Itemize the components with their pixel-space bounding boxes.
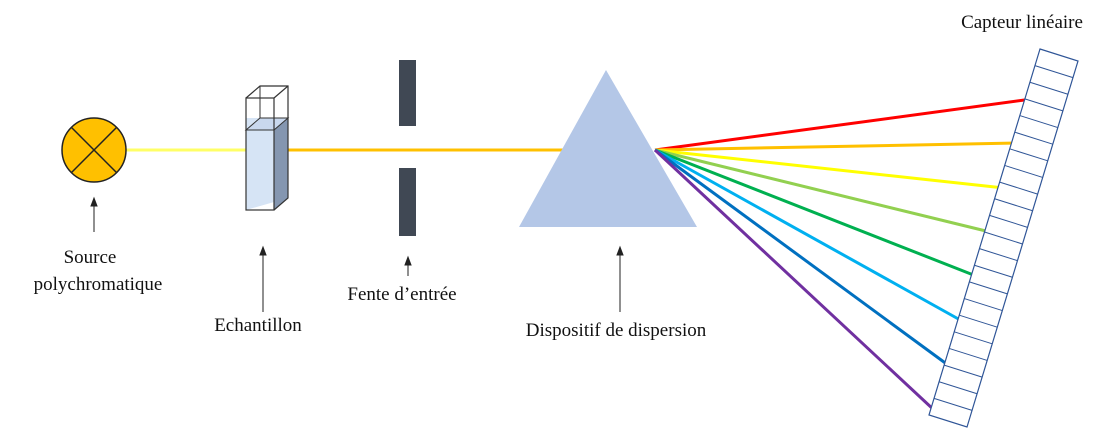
cuvette-icon bbox=[244, 85, 290, 211]
sensor-cell-divider bbox=[943, 364, 983, 378]
source-label-line1: Source bbox=[64, 247, 117, 268]
sensor-cell-divider bbox=[984, 231, 1023, 245]
ray-cyan bbox=[654, 148, 963, 323]
sensor-cell-divider bbox=[1004, 164, 1043, 178]
linear-sensor bbox=[928, 48, 1079, 428]
sensor-cell-divider bbox=[974, 264, 1013, 278]
dispersion-label: Dispositif de dispersion bbox=[526, 320, 707, 341]
ray-yellow bbox=[654, 148, 1005, 190]
ray-red bbox=[654, 97, 1033, 152]
sensor-cell-divider bbox=[1024, 98, 1064, 112]
prism-icon bbox=[519, 70, 697, 227]
sensor-cell-divider bbox=[1034, 65, 1074, 79]
pointer-arrows bbox=[90, 196, 624, 312]
sensor-cell-divider bbox=[933, 397, 973, 411]
sensor-cell-divider bbox=[959, 314, 998, 328]
sensor-cell-divider bbox=[969, 281, 1008, 295]
sensor-cell-divider bbox=[964, 298, 1003, 312]
sensor-label: Capteur linéaire bbox=[961, 12, 1083, 33]
sensor-cell-divider bbox=[989, 214, 1028, 228]
ray-violet bbox=[653, 148, 936, 412]
sensor-cell-divider bbox=[1009, 148, 1048, 162]
ray-blue bbox=[654, 148, 949, 367]
slit-label: Fente d’entrée bbox=[347, 284, 456, 305]
ray-orange bbox=[654, 141, 1019, 152]
sensor-cell-divider bbox=[979, 248, 1018, 262]
ray-light-green bbox=[654, 148, 991, 234]
source-lamp-icon bbox=[61, 117, 127, 183]
slit-blade-bottom bbox=[399, 168, 416, 236]
ray-green bbox=[654, 148, 977, 278]
sensor-cell-divider bbox=[949, 347, 988, 361]
sensor-cell-divider bbox=[1019, 115, 1058, 129]
sensor-cell-divider bbox=[994, 198, 1033, 212]
sensor-cell-divider bbox=[1029, 81, 1069, 95]
entrance-slit bbox=[399, 60, 416, 236]
slit-blade-top bbox=[399, 60, 416, 126]
sensor-cell-divider bbox=[938, 381, 978, 395]
sensor-cell-divider bbox=[999, 181, 1038, 195]
source-label-line2: polychromatique bbox=[34, 274, 163, 295]
sensor-cell-divider bbox=[954, 331, 993, 345]
sensor-cell-divider bbox=[1014, 131, 1053, 145]
sample-label: Echantillon bbox=[214, 315, 302, 336]
spectrum-rays bbox=[653, 97, 1033, 412]
